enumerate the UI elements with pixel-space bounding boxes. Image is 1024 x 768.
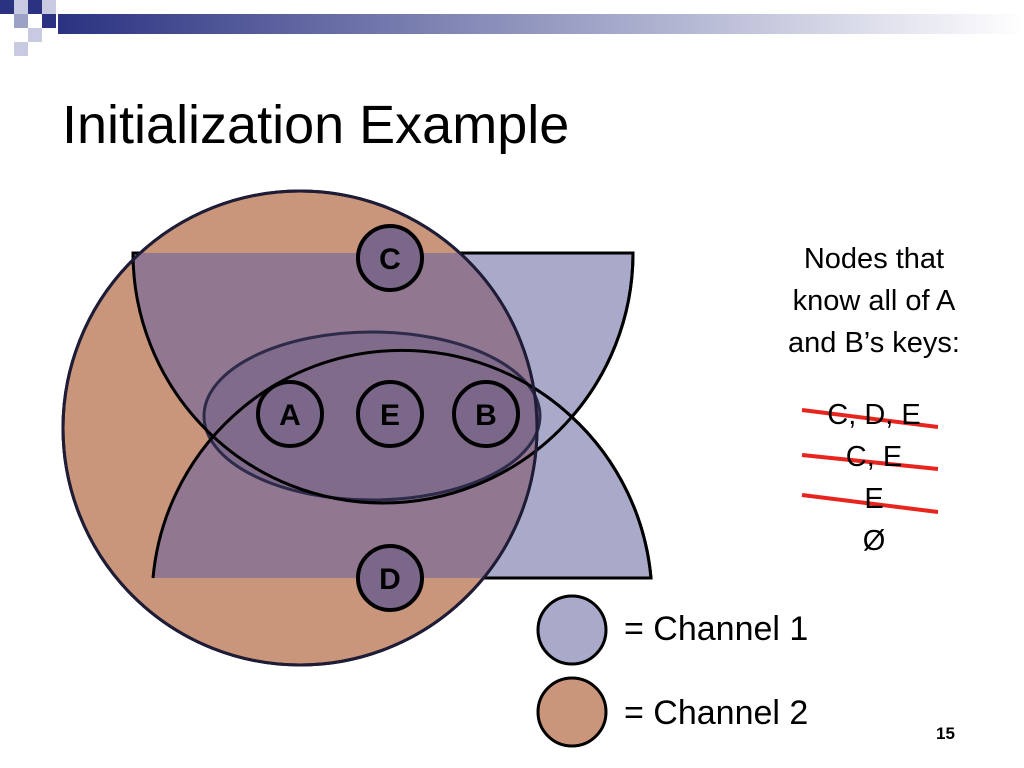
strike-line <box>801 453 939 471</box>
header-square <box>0 0 14 14</box>
header-square <box>28 14 42 28</box>
channel1-upper-border <box>131 252 635 505</box>
node-e: E <box>356 380 424 448</box>
legend-channel1-swatch <box>536 594 608 666</box>
legend-channel1-label: = Channel 1 <box>624 610 809 648</box>
strike-line <box>801 408 939 429</box>
node-b-label: B <box>475 399 497 432</box>
channel2-border <box>61 189 539 667</box>
node-a-label: A <box>279 399 301 432</box>
header-square <box>14 14 28 28</box>
notes-panel: Nodes that know all of A and B’s keys: C… <box>758 238 990 562</box>
notes-heading-line1: Nodes that <box>803 243 945 275</box>
node-e-label: E <box>380 399 400 432</box>
page-number: 15 <box>936 724 955 743</box>
header-square <box>14 0 28 14</box>
node-c-label: C <box>379 243 401 276</box>
node-c: C <box>356 224 424 292</box>
header-square <box>42 14 56 28</box>
channel1-lower-border <box>151 348 653 579</box>
key-set-item: E <box>864 483 884 515</box>
node-d: D <box>356 544 424 612</box>
header-decoration <box>0 0 1024 56</box>
legend-channel2-swatch <box>536 676 608 748</box>
node-a: A <box>256 380 324 448</box>
notes-heading-line2: know all of A <box>792 285 956 317</box>
header-square <box>28 0 42 14</box>
legend-channel2-label: = Channel 2 <box>624 694 809 732</box>
notes-heading-line3: and B’s keys: <box>788 327 960 359</box>
node-b: B <box>452 380 520 448</box>
node-d-label: D <box>379 563 401 596</box>
header-square <box>14 42 28 56</box>
slide-title: Initialization Example <box>62 95 570 155</box>
key-set-item: C, D, E <box>827 399 921 431</box>
header-square <box>42 0 56 14</box>
header-square <box>28 28 42 42</box>
key-set-item: Ø <box>862 525 886 557</box>
strike-line <box>801 493 939 514</box>
header-gradient-bar <box>58 14 1024 34</box>
key-set-item: C, E <box>845 441 903 473</box>
